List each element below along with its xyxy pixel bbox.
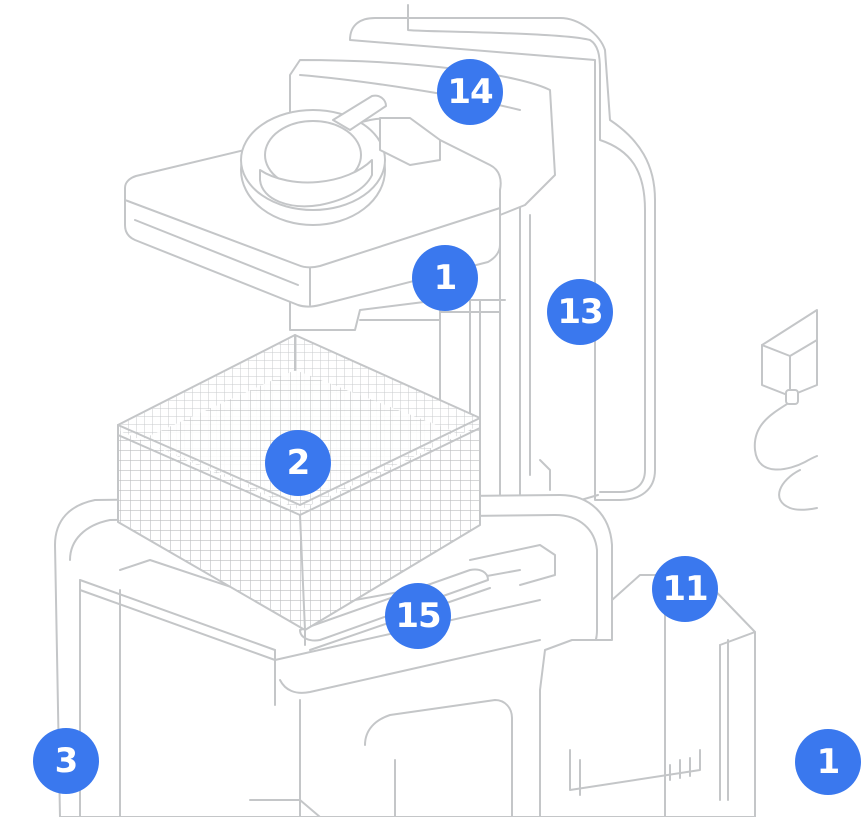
callout-2: 2 [265, 430, 331, 496]
callout-cropped: 1 [795, 729, 861, 795]
cover-plate [124, 94, 502, 308]
callout-11: 11 [652, 556, 718, 622]
callout-14: 14 [437, 59, 503, 125]
callout-3: 3 [33, 728, 99, 794]
callout-cropped-wrapper: 1 [760, 725, 861, 805]
callout-13: 13 [547, 279, 613, 345]
appliance-exploded-diagram [54, 4, 818, 817]
callout-15: 15 [385, 583, 451, 649]
callout-1: 1 [412, 245, 478, 311]
water-tank [539, 574, 756, 817]
power-adapter [753, 309, 818, 511]
